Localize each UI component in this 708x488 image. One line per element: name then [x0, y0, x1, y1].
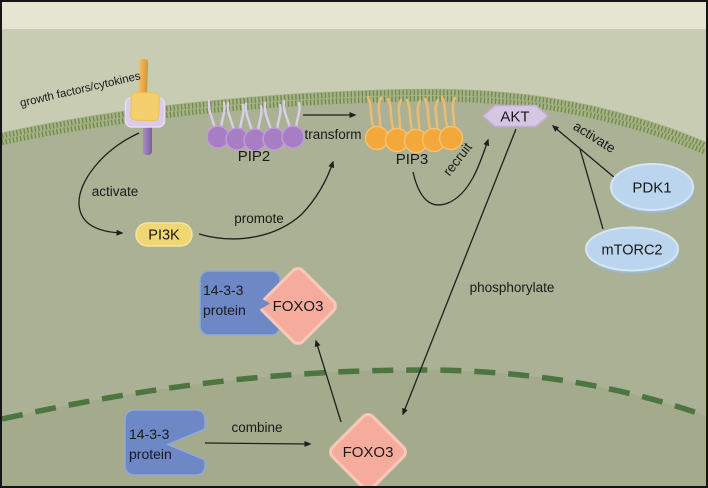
receptor-domain: [130, 91, 160, 122]
pip3-lipids: [364, 95, 464, 154]
pip2-label: PIP2: [238, 148, 271, 165]
complex-notch: [247, 290, 270, 317]
activate-left-label: activate: [92, 184, 139, 199]
foxo3-free-node: FOXO3: [329, 413, 407, 486]
free-1433-body: [124, 409, 206, 476]
free-foxo3-diamond: [329, 413, 407, 486]
complex-foxo3-label: FOXO3: [273, 298, 324, 315]
complex-1433-label-1: 14-3-3: [203, 282, 244, 298]
arrow-1433-combines-foxo3: [204, 440, 312, 447]
arrow-receptor-activates-pi3k: [78, 132, 140, 236]
pdk1-ellipse: [610, 163, 694, 211]
foxo3-complex: 14-3-3 protein FOXO3: [199, 267, 337, 345]
akt-node: AKT: [481, 104, 550, 128]
akt-hexagon: [481, 104, 550, 128]
transform-label: transform: [304, 127, 361, 142]
arrow-pip3-recruits-akt: [412, 138, 490, 206]
pi3k-label: PI3K: [148, 228, 180, 244]
arrow-mtorc2-branch: [579, 148, 604, 230]
free-1433-label-1: 14-3-3: [129, 426, 170, 442]
mtorc2-node: mTORC2: [585, 226, 679, 274]
arrows: [78, 112, 616, 447]
arrow-foxo3-to-complex: [314, 339, 342, 423]
pip3-label: PIP3: [396, 151, 429, 168]
pdk1-node: PDK1: [610, 163, 694, 213]
chaperone-14-3-3-free: 14-3-3 protein: [124, 409, 206, 476]
arrow-akt-phosphorylates-foxo3: [402, 128, 517, 416]
top-light-strip: [2, 2, 706, 29]
complex-foxo3-diamond: [259, 267, 337, 345]
arrow-pdk1-activates-akt: [551, 125, 616, 179]
pdk1-label: PDK1: [632, 180, 671, 197]
mtorc2-ellipse: [585, 226, 679, 272]
akt-label: AKT: [500, 109, 529, 126]
arrow-pi3k-promotes: [198, 160, 335, 240]
combine-label: combine: [231, 420, 282, 435]
promote-label: promote: [234, 211, 284, 226]
receptor: [124, 58, 166, 155]
pi3k-node: PI3K: [135, 222, 193, 247]
mtorc2-label: mTORC2: [602, 243, 663, 259]
complex-1433-label-2: protein: [203, 302, 246, 318]
free-foxo3-label: FOXO3: [343, 444, 394, 461]
pip2-lipids: [206, 99, 305, 152]
phosphorylate-label: phosphorylate: [470, 280, 555, 295]
pi3k-pill: [135, 222, 193, 247]
free-1433-label-2: protein: [129, 446, 172, 462]
nuclear-envelope: [2, 367, 706, 422]
